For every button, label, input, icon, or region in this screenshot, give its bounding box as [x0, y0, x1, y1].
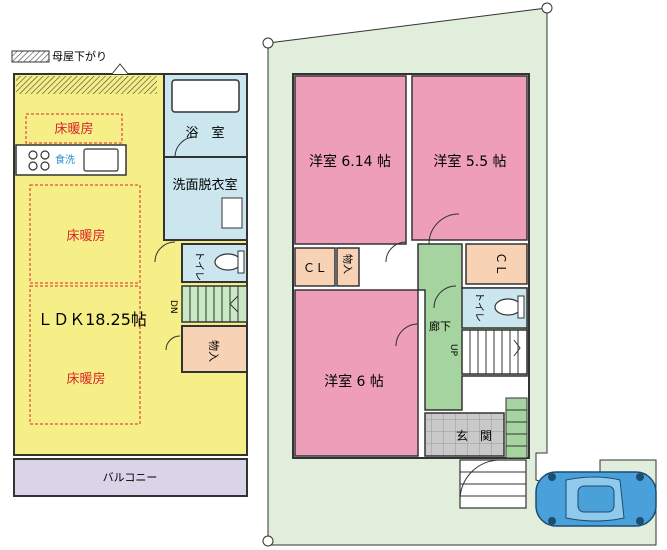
label-heating-top: 床暖房	[54, 121, 93, 137]
label-balcony: バルコニー	[103, 471, 158, 484]
label-stair-up: UP	[448, 344, 458, 357]
closet-left	[294, 247, 336, 287]
storage-1-room	[181, 325, 248, 373]
exterior-steps	[505, 397, 528, 459]
bathtub	[171, 79, 240, 113]
label-dishwasher: 食洗	[55, 153, 75, 166]
room-b	[411, 75, 528, 241]
heating-zone-mid	[29, 184, 141, 284]
door-arc-room-a	[385, 241, 407, 263]
label-closet-left: ＣＬ	[303, 261, 327, 275]
site-corner-marker	[262, 535, 274, 547]
storage-2	[336, 247, 360, 287]
site-corner-marker	[262, 37, 274, 49]
label-washroom: 洗面脱衣室	[172, 177, 237, 193]
label-closet-right: ＣＬ	[494, 252, 508, 276]
toilet-2-tank	[517, 295, 525, 319]
toilet-1-bowl	[214, 253, 242, 271]
label-toilet-2: トイレ	[473, 292, 484, 322]
label-room-b: 洋室 5.5 帖	[433, 153, 506, 170]
label-heating-mid: 床暖房	[66, 228, 105, 244]
label-storage-1: 物入	[207, 340, 221, 362]
legend: 母屋下がり	[11, 49, 107, 63]
room-c	[294, 289, 419, 457]
label-ldk: ＬＤＫ18.25帖	[37, 310, 147, 329]
label-heating-bottom: 床暖房	[66, 371, 105, 387]
legend-label: 母屋下がり	[52, 49, 107, 63]
entrance	[424, 412, 505, 457]
door-arc-room-c	[395, 323, 419, 347]
kitchen-sink	[83, 148, 119, 172]
label-bath: 浴 室	[185, 125, 224, 141]
legend-hatch-swatch	[11, 50, 50, 63]
door-arc-bath	[174, 136, 196, 158]
wash-basin	[221, 197, 243, 229]
heating-zone-bottom	[29, 285, 141, 425]
eaves-hatch-area	[16, 76, 157, 94]
floor-2: 洋室 6.14 帖 洋室 5.5 帖 洋室 6 帖 ＣＬ 物入 ＣＬ トイレ 廊…	[292, 73, 530, 509]
label-storage-2: 物入	[341, 254, 354, 274]
balcony	[13, 458, 248, 497]
label-stair-dn: DN	[168, 300, 178, 314]
label-hallway: 廊下	[429, 319, 451, 333]
toilet-2-bowl	[494, 298, 522, 316]
site-corner-marker	[541, 2, 553, 14]
heating-zone-top	[25, 113, 123, 144]
door-arc-toilet-1	[154, 241, 176, 263]
toilet-1-tank	[237, 250, 245, 274]
label-room-c: 洋室 6 帖	[324, 373, 384, 390]
roof-marker	[111, 63, 129, 75]
label-entrance: 玄 関	[456, 428, 492, 443]
door-arc-room-b	[428, 213, 460, 245]
door-arc-storage-1	[165, 335, 181, 351]
label-toilet-1: トイレ	[193, 251, 204, 281]
closet-right	[465, 243, 528, 285]
door-arc-entrance	[459, 459, 501, 501]
car-icon	[535, 471, 657, 527]
door-arc-toilet-2	[433, 285, 457, 309]
floor-1: 床暖房 食洗 床暖房 ＬＤＫ18.25帖 床暖房 浴 室 洗面脱衣室 トイレ 物…	[13, 63, 248, 497]
label-room-a: 洋室 6.14 帖	[309, 153, 391, 170]
room-a	[294, 75, 407, 245]
